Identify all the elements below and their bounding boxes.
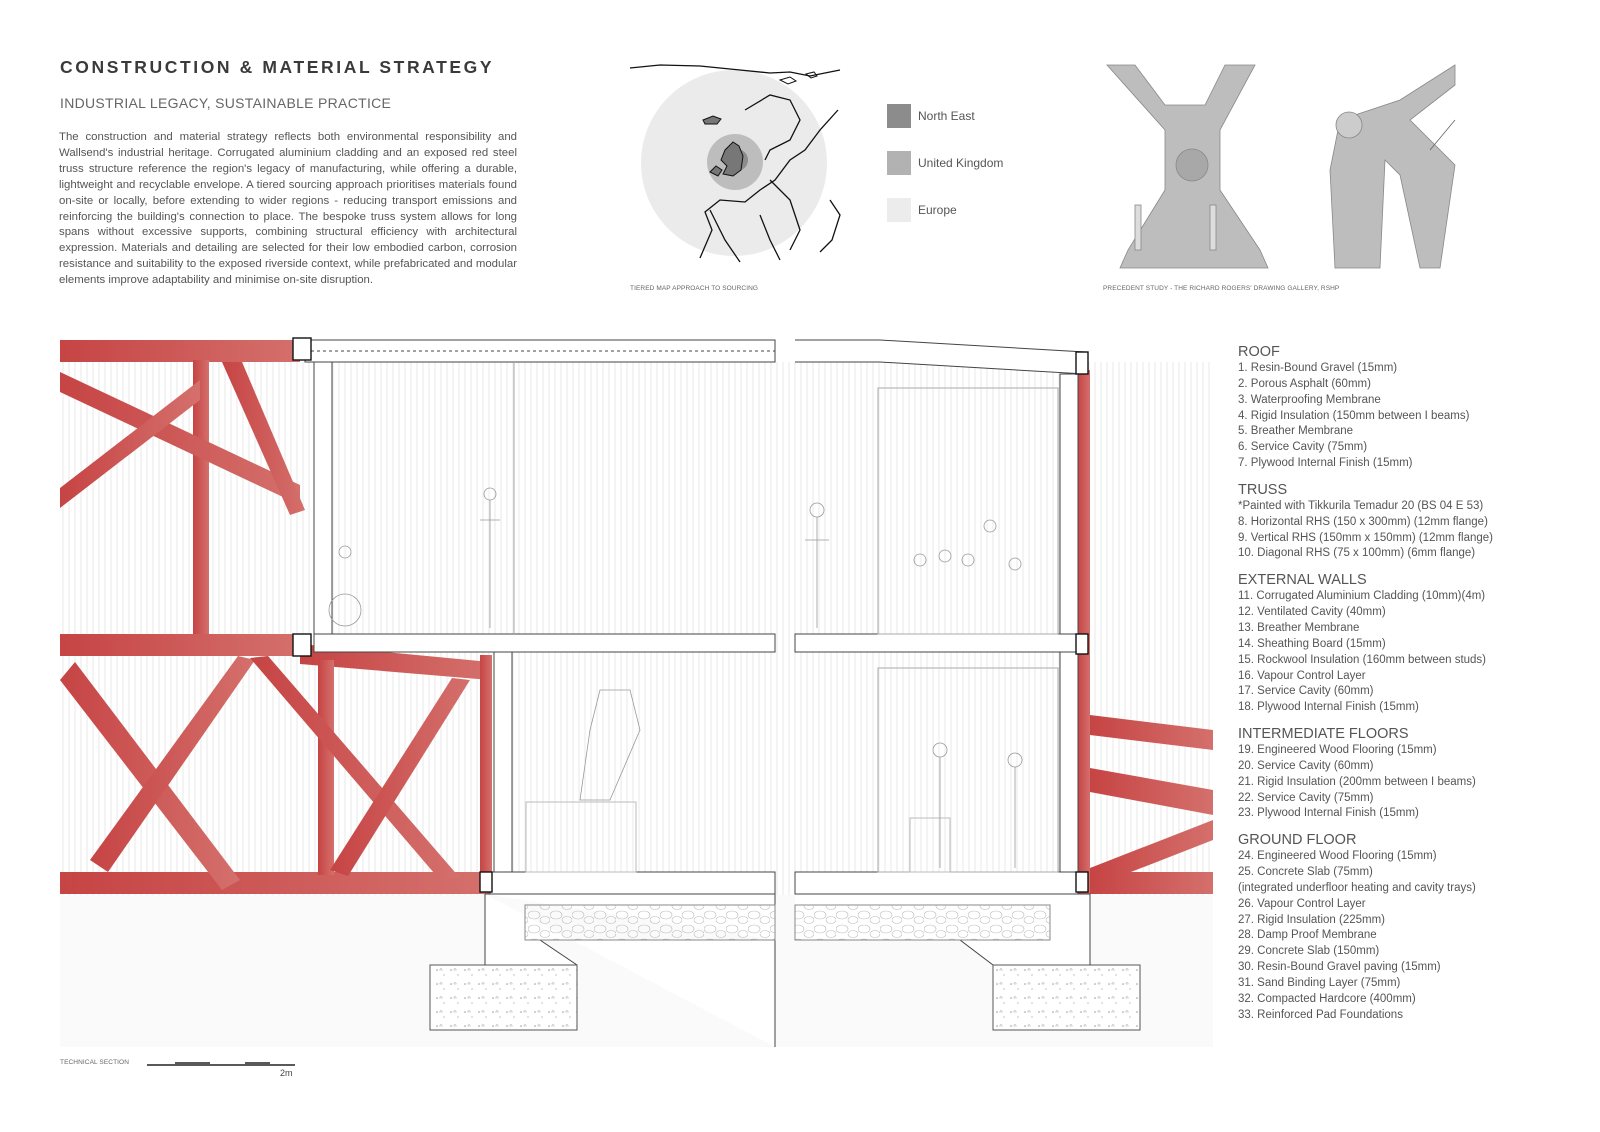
spec-item: 6. Service Cavity (75mm) [1238, 441, 1368, 454]
spec-heading: GROUND FLOOR [1238, 832, 1357, 849]
spec-item: 31. Sand Binding Layer (75mm) [1238, 977, 1401, 989]
precedent-caption: PRECEDENT STUDY - THE RICHARD ROGERS' DR… [1103, 285, 1340, 292]
material-specification: ROOF 1. Resin-Bound Gravel (15mm) 2. Porou… [1238, 344, 1538, 1024]
scale-label: 2m [280, 1068, 293, 1078]
spec-item: 8. Horizontal RHS (150 x 300mm) (12mm fl… [1238, 515, 1488, 528]
section-caption: TECHNICAL SECTION [60, 1059, 129, 1066]
spec-item: 23. Plywood Internal Finish (15mm) [1238, 807, 1419, 820]
spec-item: 9. Vertical RHS (150mm x 150mm) (12mm fl… [1238, 531, 1493, 544]
spec-item: 26. Vapour Control Layer [1238, 897, 1366, 910]
intro-paragraph: The construction and material strategy r… [59, 131, 517, 287]
spec-item: (integrated underfloor heating and cavit… [1238, 881, 1476, 894]
legend-swatch [887, 198, 911, 222]
spec-item: 5. Breather Membrane [1238, 425, 1354, 438]
spec-item: 4. Rigid Insulation (150mm between I bea… [1238, 409, 1470, 422]
precedent-drawing [1106, 64, 1456, 269]
spec-item: 24. Engineered Wood Flooring (15mm) [1238, 850, 1437, 863]
legend-item-uk: United Kingdom [887, 151, 1003, 175]
scale-bar [147, 1062, 295, 1066]
legend-swatch [887, 104, 911, 128]
spec-item: 14. Sheathing Board (15mm) [1238, 637, 1386, 650]
spec-item: 29. Concrete Slab (150mm) [1238, 945, 1380, 958]
page-subtitle: INDUSTRIAL LEGACY, SUSTAINABLE PRACTICE [60, 95, 392, 111]
spec-item: 22. Service Cavity (75mm) [1238, 791, 1374, 804]
spec-heading: ROOF [1238, 344, 1280, 360]
red-steel-truss [60, 340, 1213, 895]
spec-item: 13. Breather Membrane [1238, 621, 1360, 634]
spec-item: 21. Rigid Insulation (200mm between I be… [1238, 775, 1476, 788]
spec-item: 3. Waterproofing Membrane [1238, 393, 1381, 406]
legend-label: United Kingdom [918, 156, 1004, 170]
map-legend: North East United Kingdom Europe [887, 104, 1003, 222]
spec-item: 16. Vapour Control Layer [1238, 669, 1366, 682]
spec-item: 1. Resin-Bound Gravel (15mm) [1238, 362, 1398, 374]
spec-item: 27. Rigid Insulation (225mm) [1238, 913, 1386, 926]
map-caption: TIERED MAP APPROACH TO SOURCING [630, 285, 759, 292]
spec-item: 28. Damp Proof Membrane [1238, 929, 1377, 942]
spec-item: 25. Concrete Slab (75mm) [1238, 866, 1373, 879]
building-section [292, 337, 1141, 1047]
spec-item: 33. Reinforced Pad Foundations [1238, 1008, 1403, 1021]
spec-item: 19. Engineered Wood Flooring (15mm) [1238, 744, 1437, 757]
legend-item-europe: Europe [887, 198, 1003, 222]
spec-item: 10. Diagonal RHS (75 x 100mm) (6mm flang… [1238, 547, 1476, 560]
spec-item: 15. Rockwool Insulation (160mm between s… [1238, 653, 1487, 666]
spec-item: 12. Ventilated Cavity (40mm) [1238, 606, 1386, 619]
spec-item: 17. Service Cavity (60mm) [1238, 685, 1374, 698]
spec-item: 20. Service Cavity (60mm) [1238, 759, 1374, 772]
legend-swatch [887, 151, 911, 175]
legend-item-north-east: North East [887, 104, 1003, 128]
spec-heading: INTERMEDIATE FLOORS [1238, 726, 1409, 743]
sourcing-map [629, 64, 841, 263]
spec-heading: TRUSS [1238, 481, 1288, 498]
spec-item: 30. Resin-Bound Gravel paving (15mm) [1238, 961, 1441, 974]
spec-item: 18. Plywood Internal Finish (15mm) [1238, 701, 1419, 714]
spec-item: 32. Compacted Hardcore (400mm) [1238, 992, 1416, 1005]
spec-item: 2. Porous Asphalt (60mm) [1238, 377, 1371, 390]
page-title: CONSTRUCTION & MATERIAL STRATEGY [60, 57, 495, 77]
spec-heading: EXTERNAL WALLS [1238, 572, 1367, 589]
spec-item: *Painted with Tikkurila Temadur 20 (BS 0… [1238, 499, 1484, 512]
spec-item: 7. Plywood Internal Finish (15mm) [1238, 457, 1413, 470]
spec-item: 11. Corrugated Aluminium Cladding (10mm)… [1238, 590, 1486, 603]
legend-label: Europe [918, 203, 957, 217]
legend-label: North East [918, 109, 975, 123]
